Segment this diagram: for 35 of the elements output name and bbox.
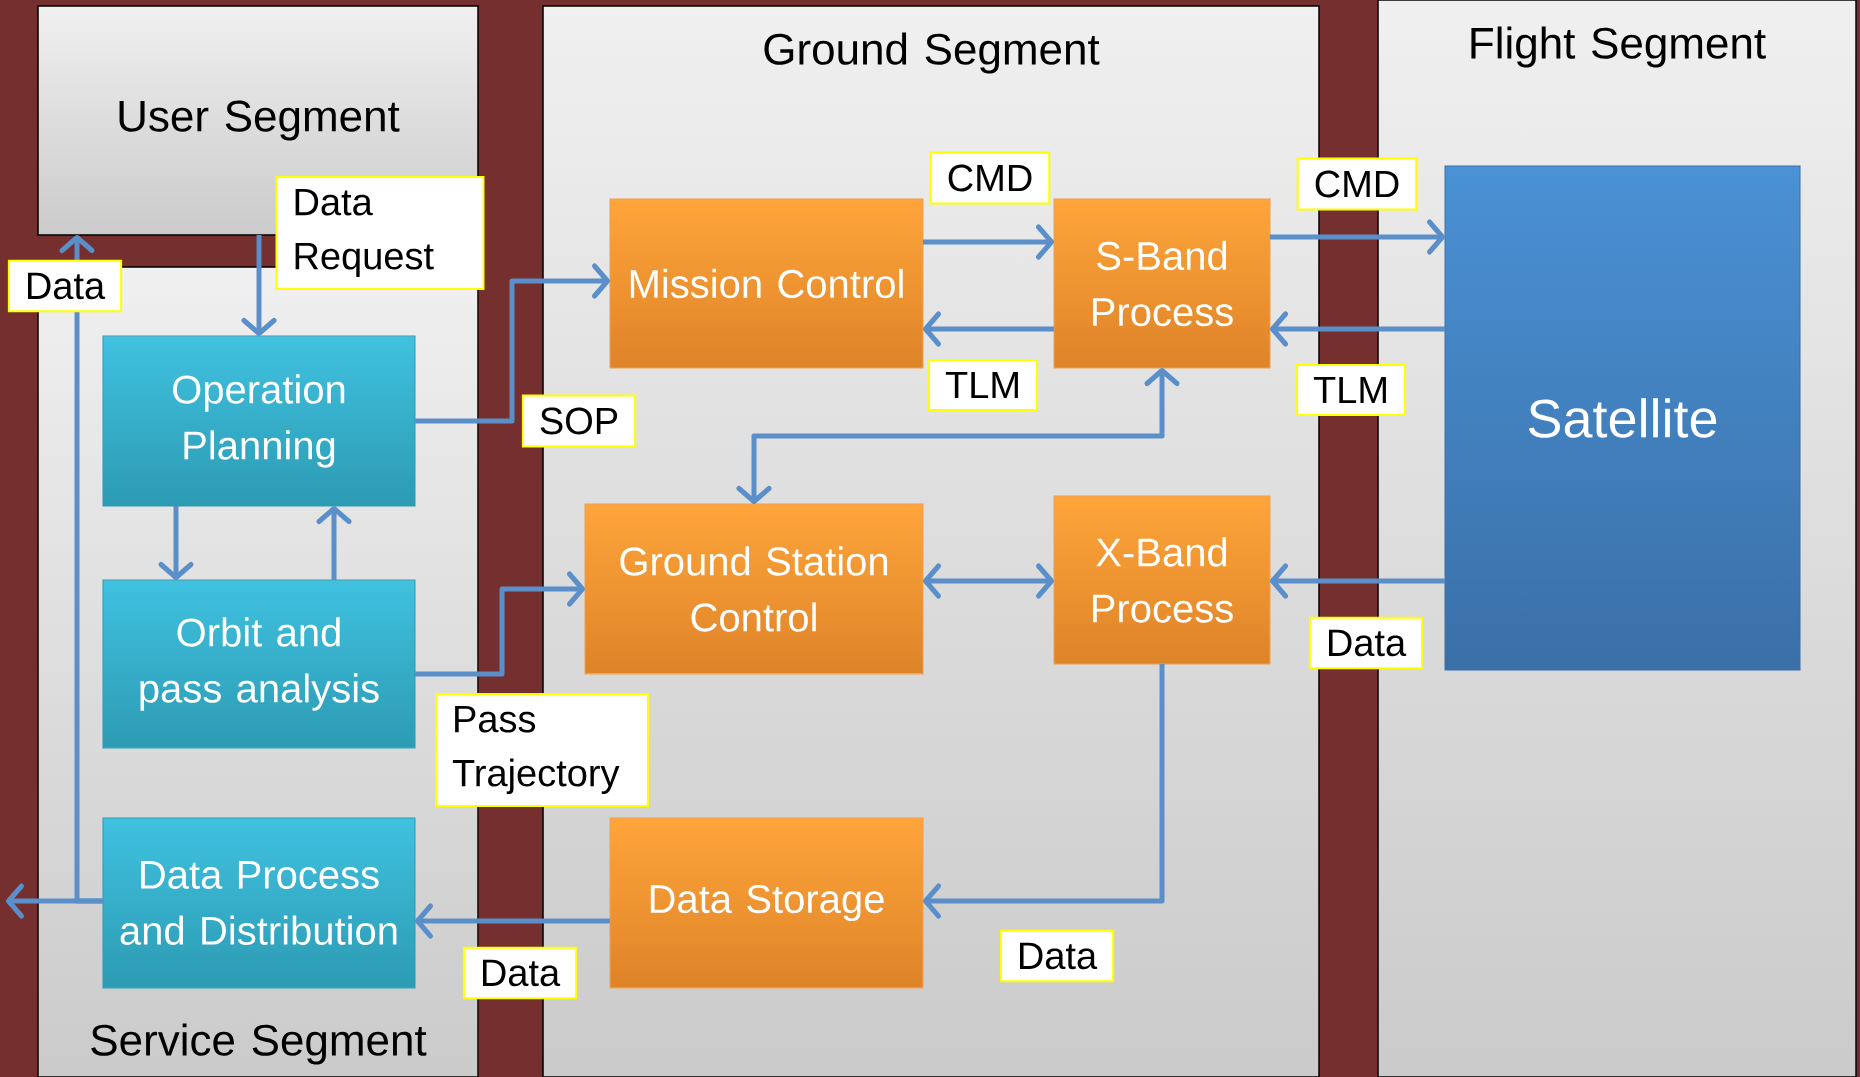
edge-label: Data (999, 929, 1115, 983)
arrow (736, 368, 1180, 504)
process-box: Ground Station Control (584, 503, 924, 675)
arrow (158, 506, 194, 580)
process-box: Mission Control (609, 198, 924, 369)
arrow (923, 563, 1054, 599)
arrow (316, 506, 352, 580)
edge-label: Data (1308, 616, 1424, 670)
process-box: Data Process and Distribution (102, 817, 416, 989)
arrow (923, 224, 1054, 260)
satellite-box: Satellite (1444, 165, 1801, 671)
arrow (241, 235, 277, 336)
process-box: Orbit and pass analysis (102, 579, 416, 749)
arrow (415, 571, 585, 677)
arrow (1270, 563, 1445, 599)
arrow (415, 903, 610, 939)
process-box: Data Storage (609, 817, 924, 989)
arrow (923, 311, 1054, 347)
edge-label: Pass Trajectory (435, 693, 649, 808)
edge-label: Data (462, 946, 578, 1000)
arrow (1270, 219, 1445, 255)
edge-label: TLM (1296, 363, 1406, 417)
edge-label: SOP (521, 394, 637, 448)
arrow (1270, 311, 1445, 347)
edge-label: Data Request (275, 176, 485, 290)
arrow (923, 664, 1165, 919)
edge-label: TLM (928, 358, 1038, 412)
arrow (6, 883, 103, 919)
arrow (415, 263, 610, 424)
edge-label: Data (7, 259, 123, 313)
process-box: Operation Planning (102, 335, 416, 507)
edge-label: CMD (929, 151, 1051, 205)
process-box: X-Band Process (1053, 495, 1271, 665)
edge-label: CMD (1296, 157, 1418, 211)
process-box: S-Band Process (1053, 198, 1271, 369)
